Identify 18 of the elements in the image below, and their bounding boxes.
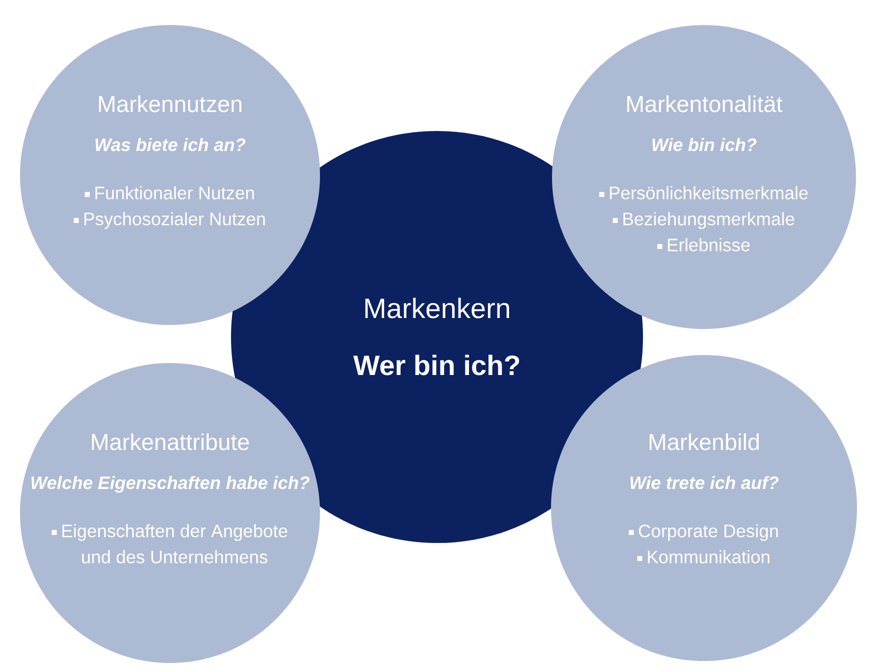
circle-title: Markentonalität (627, 95, 782, 112)
guiding-question: Wie bin ich? (652, 138, 757, 152)
circle-title: Markennutzen (99, 95, 242, 112)
guiding-question: Was biete ich an? (95, 138, 246, 152)
bullet-item: Corporate Design (638, 524, 778, 541)
circle-title: Markenattribute (92, 433, 249, 450)
bullet-item: Funktionaler Nutzen (95, 186, 254, 200)
bullet-item: Psychosozialer Nutzen (84, 212, 265, 229)
bullet-item: Eigenschaften der Angebote und des Unternehmens (62, 524, 288, 564)
center-title: Markenkern (365, 298, 510, 318)
bullet-item: Erlebnisse (668, 238, 750, 252)
guiding-question: Wie trete ich auf? (630, 476, 779, 490)
bullet-item: Kommunikation (648, 550, 770, 564)
bullet-item: Persönlichkeitsmerkmale (610, 186, 808, 200)
bullet-item: Beziehungsmerkmale (623, 212, 794, 229)
center-question: Wer bin ich? (353, 354, 520, 376)
circle-title: Markenbild (650, 433, 759, 450)
guiding-question: Welche Eigenschaften habe ich? (31, 476, 310, 493)
